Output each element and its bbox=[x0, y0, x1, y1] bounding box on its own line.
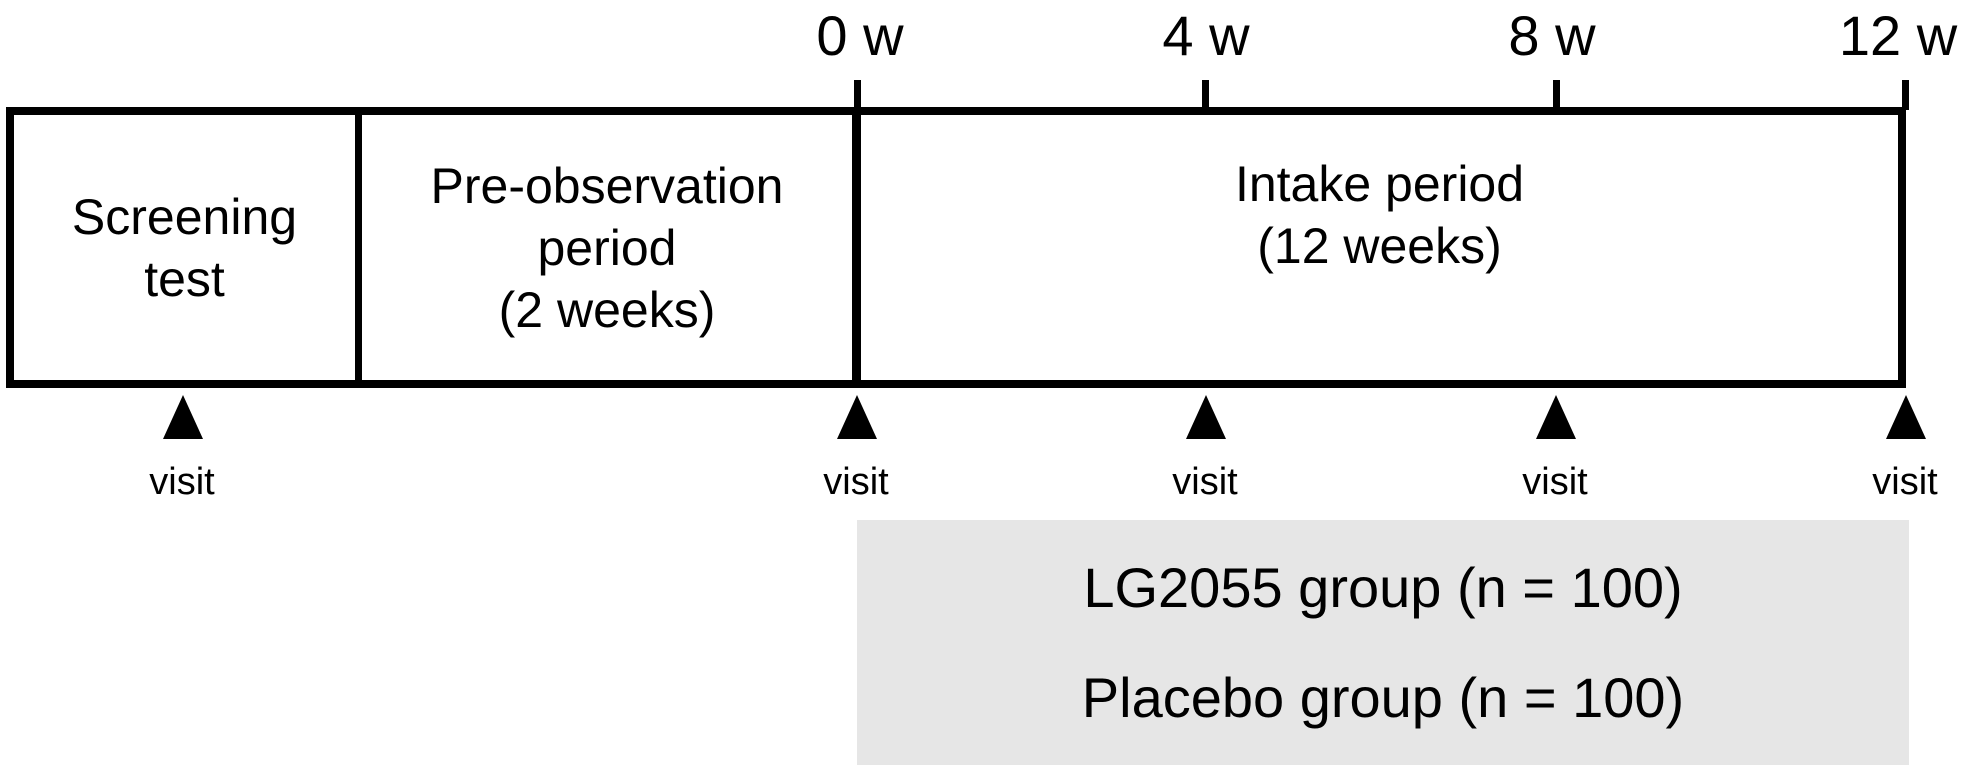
visit-marker-12w bbox=[1886, 395, 1926, 439]
visit-label-12w: visit bbox=[1872, 461, 1938, 503]
intake-period: Intake period (12 weeks) bbox=[861, 115, 1898, 315]
group-placebo: Placebo group (n = 100) bbox=[1081, 665, 1685, 729]
week-label-8: 8 w bbox=[1508, 4, 1596, 67]
pre-observation-period: Pre-observation period (2 weeks) bbox=[362, 115, 852, 380]
screening-line-1: Screening bbox=[71, 188, 298, 245]
pre-observation-line-1: Pre-observation bbox=[430, 157, 784, 214]
group-lg2055: LG2055 group (n = 100) bbox=[1083, 555, 1683, 619]
divider-intake-start bbox=[852, 107, 861, 388]
visit-marker-0w bbox=[837, 395, 877, 439]
pre-observation-line-2: period bbox=[537, 219, 677, 276]
visit-marker-8w bbox=[1536, 395, 1576, 439]
visit-label-screening: visit bbox=[149, 461, 215, 503]
intake-line-1: Intake period bbox=[1234, 156, 1525, 212]
week-tick-0 bbox=[854, 80, 861, 110]
week-label-4: 4 w bbox=[1162, 4, 1250, 67]
week-label-0: 0 w bbox=[816, 4, 904, 67]
screening-period: Screening test bbox=[14, 115, 355, 380]
visit-marker-4w bbox=[1186, 395, 1226, 439]
screening-line-2: test bbox=[144, 250, 225, 307]
groups-box: LG2055 group (n = 100) Placebo group (n … bbox=[857, 520, 1909, 765]
visit-marker-screening bbox=[163, 395, 203, 439]
intake-line-2: (12 weeks) bbox=[1257, 218, 1502, 274]
visit-label-0w: visit bbox=[823, 461, 889, 503]
week-tick-4 bbox=[1202, 80, 1209, 110]
visit-label-4w: visit bbox=[1172, 461, 1238, 503]
visit-label-8w: visit bbox=[1522, 461, 1588, 503]
week-label-12: 12 w bbox=[1838, 4, 1958, 67]
divider-screening bbox=[355, 107, 362, 388]
timeline-box bbox=[6, 107, 1906, 388]
pre-observation-line-3: (2 weeks) bbox=[498, 281, 716, 338]
week-tick-12 bbox=[1902, 80, 1909, 110]
week-tick-8 bbox=[1553, 80, 1560, 110]
